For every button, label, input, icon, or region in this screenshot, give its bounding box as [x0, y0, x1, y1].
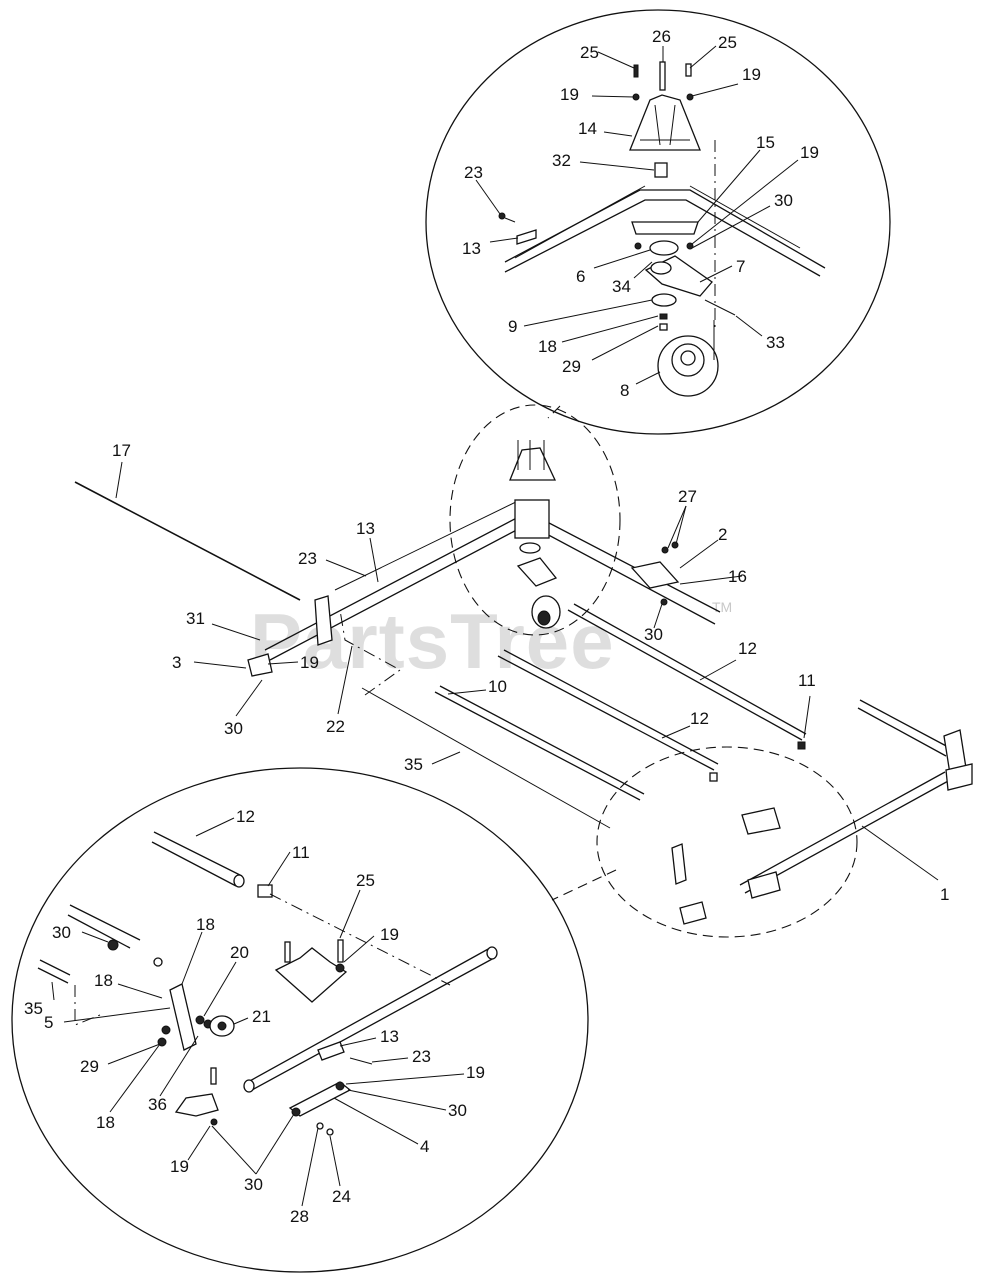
callout-26: 26 — [652, 27, 671, 46]
callout-25: 25 — [580, 43, 599, 62]
callout-19: 19 — [300, 653, 319, 672]
detail-circle-top — [425, 9, 891, 435]
callout-5: 5 — [44, 1013, 53, 1032]
callout-19: 19 — [800, 143, 819, 162]
callout-16: 16 — [728, 567, 747, 586]
callout-12: 12 — [236, 807, 255, 826]
callout-23: 23 — [412, 1047, 431, 1066]
callout-22: 22 — [326, 717, 345, 736]
main-assembly-drawing — [74, 440, 973, 925]
watermark-tm: TM — [712, 599, 732, 615]
detail-connector-top — [547, 405, 561, 419]
callout-7: 7 — [736, 257, 745, 276]
callout-1: 1 — [940, 885, 949, 904]
callout-19: 19 — [380, 925, 399, 944]
bottom-detail-drawing — [37, 831, 498, 1136]
callout-29: 29 — [562, 357, 581, 376]
callout-29: 29 — [80, 1057, 99, 1076]
callout-25: 25 — [718, 33, 737, 52]
callout-19: 19 — [742, 65, 761, 84]
callout-18: 18 — [96, 1113, 115, 1132]
top-detail-drawing — [498, 61, 826, 397]
callout-9: 9 — [508, 317, 517, 336]
highlight-ellipse-center — [449, 404, 621, 636]
callouts-top-detail: 25 26 25 19 19 14 32 15 19 23 30 13 6 34… — [462, 27, 819, 400]
callout-35: 35 — [404, 755, 423, 774]
callout-12: 12 — [738, 639, 757, 658]
callout-36: 36 — [148, 1095, 167, 1114]
callout-23: 23 — [298, 549, 317, 568]
callout-30: 30 — [774, 191, 793, 210]
rod-17 — [74, 481, 301, 601]
callout-28: 28 — [290, 1207, 309, 1226]
callout-4: 4 — [420, 1137, 429, 1156]
callout-6: 6 — [576, 267, 585, 286]
highlight-ellipse-right — [596, 746, 858, 938]
callout-15: 15 — [756, 133, 775, 152]
callouts-main: 17 27 2 13 16 23 31 30 12 3 19 10 11 30 … — [112, 441, 949, 904]
callout-30: 30 — [224, 719, 243, 738]
callout-18: 18 — [94, 971, 113, 990]
detail-connector-bottom — [551, 869, 617, 901]
callout-33: 33 — [766, 333, 785, 352]
detail-circle-bottom — [11, 767, 589, 1273]
callouts-bottom-detail: 12 11 25 18 30 19 20 18 35 21 5 13 29 23… — [24, 807, 485, 1226]
callout-14: 14 — [578, 119, 597, 138]
callout-21: 21 — [252, 1007, 271, 1026]
callout-32: 32 — [552, 151, 571, 170]
callout-11: 11 — [798, 671, 816, 690]
callout-20: 20 — [230, 943, 249, 962]
callout-19: 19 — [170, 1157, 189, 1176]
callout-8: 8 — [620, 381, 629, 400]
callout-13: 13 — [462, 239, 481, 258]
callout-30: 30 — [52, 923, 71, 942]
leader-lines — [51, 45, 939, 1207]
callout-24: 24 — [332, 1187, 351, 1206]
callout-13: 13 — [356, 519, 375, 538]
callout-10: 10 — [488, 677, 507, 696]
callout-19: 19 — [560, 85, 579, 104]
callout-30: 30 — [244, 1175, 263, 1194]
callout-3: 3 — [172, 653, 181, 672]
callout-18: 18 — [196, 915, 215, 934]
callout-12: 12 — [690, 709, 709, 728]
callout-23: 23 — [464, 163, 483, 182]
callout-2: 2 — [718, 525, 727, 544]
callout-35: 35 — [24, 999, 43, 1018]
callout-27: 27 — [678, 487, 697, 506]
callout-19: 19 — [466, 1063, 485, 1082]
callout-13: 13 — [380, 1027, 399, 1046]
callout-11: 11 — [292, 843, 310, 862]
callout-34: 34 — [612, 277, 631, 296]
callout-25: 25 — [356, 871, 375, 890]
callout-17: 17 — [112, 441, 131, 460]
callout-30: 30 — [448, 1101, 467, 1120]
callout-30: 30 — [644, 625, 663, 644]
callout-18: 18 — [538, 337, 557, 356]
callout-31: 31 — [186, 609, 205, 628]
